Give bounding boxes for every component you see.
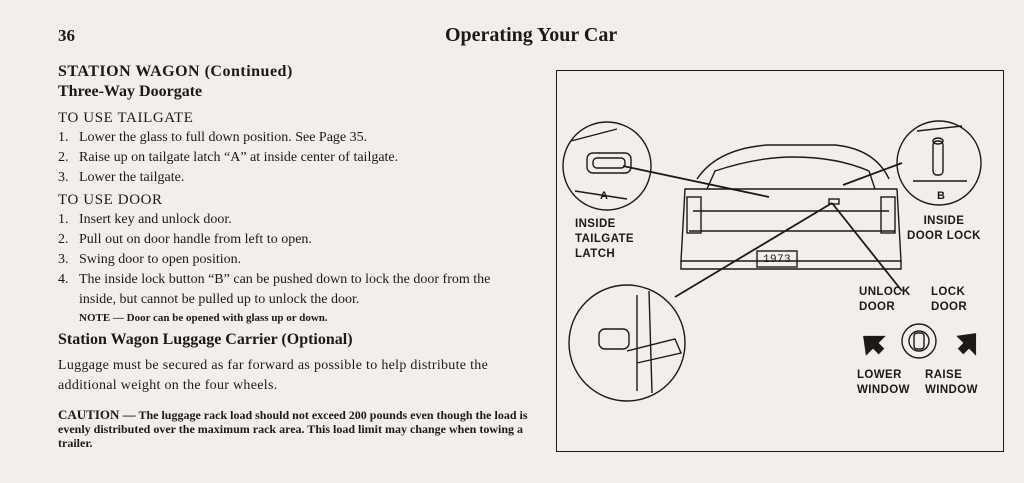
door-heading: TO USE DOOR — [58, 192, 163, 208]
lower-window-label: LOWER WINDOW — [857, 368, 910, 398]
step-text: Lower the tailgate. — [79, 170, 185, 185]
luggage-body: Luggage must be secured as far forward a… — [58, 358, 489, 393]
caution-body: The luggage rack load should not exceed … — [58, 408, 528, 450]
illustration-drawing — [562, 120, 982, 402]
page-number: 36 — [58, 26, 75, 45]
label-line: INSIDE — [923, 215, 965, 227]
tailgate-heading: TO USE TAILGATE — [58, 110, 194, 126]
callout-b: B — [937, 190, 946, 202]
caution-text: CAUTION — The luggage rack load should n… — [58, 407, 528, 451]
list-item: 2. Raise up on tailgate latch “A” at insi… — [58, 148, 528, 168]
step-number: 1. — [58, 212, 69, 227]
step-text: Raise up on tailgate latch “A” at inside… — [79, 150, 399, 165]
unlock-door-label: UNLOCK DOOR — [859, 285, 911, 315]
door-note: NOTE — Door can be opened with glass up … — [79, 312, 328, 324]
inside-tailgate-latch-label: INSIDE TAILGATE LATCH — [575, 217, 634, 262]
tailgate-steps: 1. Lower the glass to full down position.… — [58, 128, 528, 188]
step-text: Pull out on door handle from left to ope… — [79, 232, 312, 247]
caution-lead: CAUTION — — [58, 407, 136, 422]
label-line: DOOR LOCK — [907, 230, 981, 242]
door-lock-inset — [896, 120, 982, 206]
label-line: INSIDE — [575, 218, 616, 230]
text-column: STATION WAGON (Continued) Three-Way Door… — [58, 62, 528, 450]
label-line: LOCK — [931, 286, 966, 298]
page-title: Operating Your Car — [445, 24, 618, 46]
step-number: 2. — [58, 232, 69, 247]
list-item: 4. The inside lock button “B” can be push… — [58, 270, 528, 310]
tailgate-latch-inset — [562, 121, 652, 211]
wagon-rear-view — [680, 144, 902, 270]
license-plate: 1973 — [763, 254, 792, 266]
label-line: LOWER — [857, 369, 902, 381]
list-item: 1. Insert key and unlock door. — [58, 210, 528, 230]
luggage-title: Station Wagon Luggage Carrier (Optional) — [58, 331, 353, 348]
list-item: 3. Lower the tailgate. — [58, 168, 528, 188]
label-line: DOOR — [859, 301, 896, 313]
step-number: 4. — [58, 272, 69, 287]
step-text: The inside lock button “B” can be pushed… — [79, 272, 491, 307]
door-steps: 1. Insert key and unlock door. 2. Pull out… — [58, 210, 528, 310]
direction-arrows — [863, 333, 977, 356]
list-item: 1. Lower the glass to full down position.… — [58, 128, 528, 148]
section-subtitle: Three-Way Doorgate — [58, 83, 203, 100]
raise-window-label: RAISE WINDOW — [925, 368, 978, 398]
label-line: UNLOCK — [859, 286, 911, 298]
step-number: 3. — [58, 252, 69, 267]
callout-a: A — [600, 190, 609, 202]
label-line: LATCH — [575, 248, 616, 260]
section-title: STATION WAGON (Continued) — [58, 63, 293, 80]
label-line: WINDOW — [925, 384, 978, 396]
list-item: 3. Swing door to open position. — [58, 250, 528, 270]
wagon-illustration: A B 1973 INSIDE TAILGATE LATCH INSIDE DO… — [556, 70, 1004, 452]
inside-door-lock-label: INSIDE DOOR LOCK — [907, 214, 981, 244]
step-number: 3. — [58, 170, 69, 185]
step-text: Insert key and unlock door. — [79, 212, 232, 227]
step-text: Swing door to open position. — [79, 252, 242, 267]
step-number: 1. — [58, 130, 69, 145]
lock-door-label: LOCK DOOR — [931, 285, 967, 315]
list-item: 2. Pull out on door handle from left to o… — [58, 230, 528, 250]
lock-cylinder — [901, 323, 937, 359]
label-line: DOOR — [931, 301, 968, 313]
label-line: TAILGATE — [575, 233, 634, 245]
label-line: RAISE — [925, 369, 963, 381]
door-handle-inset — [568, 284, 686, 402]
leader-lines — [622, 162, 903, 298]
label-line: WINDOW — [857, 384, 910, 396]
step-number: 2. — [58, 150, 69, 165]
step-text: Lower the glass to full down position. S… — [79, 130, 368, 145]
